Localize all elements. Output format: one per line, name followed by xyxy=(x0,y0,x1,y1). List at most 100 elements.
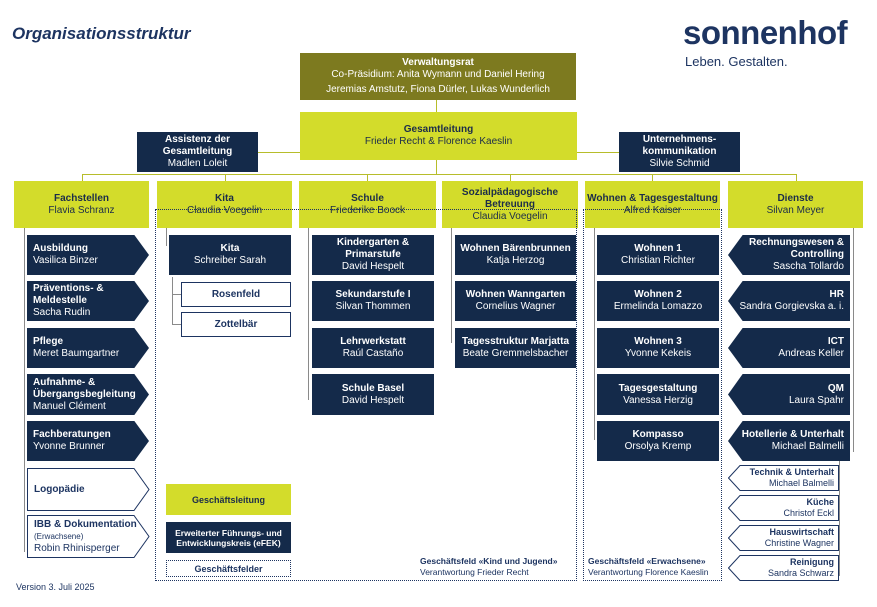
connector xyxy=(82,174,83,181)
item-title: Fachberatungen xyxy=(33,429,111,440)
column-title: Fachstellen xyxy=(53,192,110,204)
column-wohnen: Wohnen & Tagesgestaltung Alfred Kaiser xyxy=(585,181,720,228)
item-title: Aufnahme- & Übergangsbegleitung xyxy=(33,376,136,400)
ibb-outline xyxy=(27,515,150,558)
column-lead: Claudia Voegelin xyxy=(186,204,263,216)
column-lead: Flavia Schranz xyxy=(48,204,115,216)
item-title: Tagesgestaltung xyxy=(618,382,698,394)
connector xyxy=(839,460,840,576)
fachstelle-item: Fachberatungen Yvonne Brunner xyxy=(27,421,149,461)
connector xyxy=(436,160,437,174)
geschaeftsfeld-kind-label: Geschäftsfeld «Kind und Jugend» Verantwo… xyxy=(420,556,557,578)
item-title: Pflege xyxy=(33,336,64,347)
item-name: Andreas Keller xyxy=(778,348,844,359)
item-title: Ausbildung xyxy=(33,243,88,254)
connector xyxy=(510,174,511,181)
item-title: QM xyxy=(827,382,844,394)
item-title: Technik & Unterhalt xyxy=(749,467,834,477)
item-name: David Hespelt xyxy=(341,394,405,406)
feld-title: Geschäftsfeld «Kind und Jugend» xyxy=(420,556,558,566)
verwaltungsrat-line2: Jeremias Amstutz, Fiona Dürler, Lukas Wu… xyxy=(326,84,550,95)
legend-label: Geschäftsleitung xyxy=(191,494,265,505)
connector xyxy=(24,228,25,552)
wohnen-item: Wohnen 3 Yvonne Kekeis xyxy=(597,328,719,368)
column-title: Schule xyxy=(351,192,384,204)
item-title: Wohnen Wanngarten xyxy=(465,289,566,300)
legend-geschaeftsleitung: Geschäftsleitung xyxy=(166,484,291,515)
slogan: Leben. Gestalten. xyxy=(685,54,788,69)
column-lead: Friederike Boock xyxy=(329,204,406,216)
item-name: Robin Rhinisperger xyxy=(34,542,120,554)
connector xyxy=(577,152,619,153)
item-title: Wohnen 3 xyxy=(634,336,682,347)
assistenz-name: Madlen Loleit xyxy=(167,158,228,169)
fachstelle-item: IBB & Dokumentation (Erwachsene) Robin R… xyxy=(27,515,139,558)
item-name: David Hespelt xyxy=(341,261,405,272)
fachstelle-item: Präventions- & Meldestelle Sacha Rudin xyxy=(27,281,149,321)
schule-item: Schule Basel David Hespelt xyxy=(312,374,434,415)
legend-efek: Erweiterter Führungs- und Entwicklungskr… xyxy=(166,522,291,553)
verwaltungsrat-title: Verwaltungsrat xyxy=(402,57,474,68)
item-name: Katja Herzog xyxy=(486,255,545,266)
schule-item: Sekundarstufe I Silvan Thommen xyxy=(312,281,434,321)
item-name: Orsolya Kremp xyxy=(624,441,692,452)
item-name: Yvonne Kekeis xyxy=(624,348,692,359)
kommunikation-name: Silvie Schmid xyxy=(649,158,710,169)
verwaltungsrat-line1: Co-Präsidium: Anita Wymann und Daniel He… xyxy=(331,69,545,80)
wohnen-item: Wohnen 2 Ermelinda Lomazzo xyxy=(597,281,719,321)
legend-geschaeftsfelder: Geschäftsfelder xyxy=(166,560,291,577)
column-lead: Claudia Voegelin xyxy=(472,210,548,222)
connector xyxy=(853,228,854,452)
assistenz-box: Assistenz der Gesamtleitung Madlen Lolei… xyxy=(137,132,258,172)
dienste-item: ICT Andreas Keller xyxy=(728,328,850,368)
version-label: Version 3. Juli 2025 xyxy=(16,582,95,592)
dienste-item: Rechnungswesen & Controlling Sascha Toll… xyxy=(728,235,850,275)
item-name: Vanessa Herzig xyxy=(623,394,693,406)
connector xyxy=(436,100,437,112)
kita-sub-item: Rosenfeld xyxy=(181,282,291,307)
item-title: Sekundarstufe I xyxy=(335,289,411,300)
item-title: HR xyxy=(829,289,844,300)
wohnen-item: Tagesgestaltung Vanessa Herzig xyxy=(597,374,719,415)
item-title: Kompasso xyxy=(632,429,684,440)
connector xyxy=(172,294,181,295)
item-name: Cornelius Wagner xyxy=(475,301,556,312)
item-title: Wohnen Bärenbrunnen xyxy=(460,243,571,254)
verwaltungsrat-box: Verwaltungsrat Co-Präsidium: Anita Wyman… xyxy=(300,53,576,100)
item-title: Reinigung xyxy=(790,557,834,567)
column-kita: Kita Claudia Voegelin xyxy=(157,181,292,228)
fachstelle-item: Pflege Meret Baumgartner xyxy=(27,328,149,368)
item-name: Manuel Clément xyxy=(33,400,106,412)
dienste-item: Hotellerie & Unterhalt Michael Balmelli xyxy=(728,421,850,461)
legend-label: Geschäftsfelder xyxy=(194,563,263,574)
column-fachstellen: Fachstellen Flavia Schranz xyxy=(14,181,149,228)
item-title: Hotellerie & Unterhalt xyxy=(741,429,844,440)
item-title: Hauswirtschaft xyxy=(769,527,834,537)
item-name: Vasilica Binzer xyxy=(33,255,98,266)
connector xyxy=(796,174,797,181)
fachstelle-item: Aufnahme- & Übergangsbegleitung Manuel C… xyxy=(27,374,149,415)
column-lead: Alfred Kaiser xyxy=(623,204,682,216)
kommunikation-title: Unternehmens-kommunikation xyxy=(642,134,717,157)
fachstelle-item: Ausbildung Vasilica Binzer xyxy=(27,235,149,275)
item-name: Sandra Gorgievska a. i. xyxy=(739,301,845,312)
connector xyxy=(367,174,368,181)
gesamtleitung-names: Frieder Recht & Florence Kaeslin xyxy=(364,136,513,147)
item-title: Wohnen 2 xyxy=(634,289,682,300)
column-title: Sozialpädagogische Betreuung xyxy=(461,186,559,210)
item-name: Christof Eckl xyxy=(783,508,834,518)
item-name: Michael Balmelli xyxy=(771,441,844,452)
item-title: IBB & Dokumentation xyxy=(34,518,137,530)
item-name: Silvan Thommen xyxy=(335,301,411,312)
item-title: Rechnungswesen & Controlling xyxy=(748,237,844,260)
schule-item: Kindergarten & Primarstufe David Hespelt xyxy=(312,235,434,275)
item-title: Zottelbär xyxy=(214,318,258,330)
column-title: Wohnen & Tagesgestaltung xyxy=(587,192,718,204)
connector xyxy=(652,174,653,181)
schule-item: Lehrwerkstatt Raúl Castaño xyxy=(312,328,434,368)
item-name: Laura Spahr xyxy=(788,394,844,406)
connector xyxy=(82,174,796,175)
feld-title: Geschäftsfeld «Erwachsene» xyxy=(588,556,706,566)
wohnen-item: Kompasso Orsolya Kremp xyxy=(597,421,719,461)
feld-lead: Verantwortung Florence Kaeslin xyxy=(588,567,709,577)
